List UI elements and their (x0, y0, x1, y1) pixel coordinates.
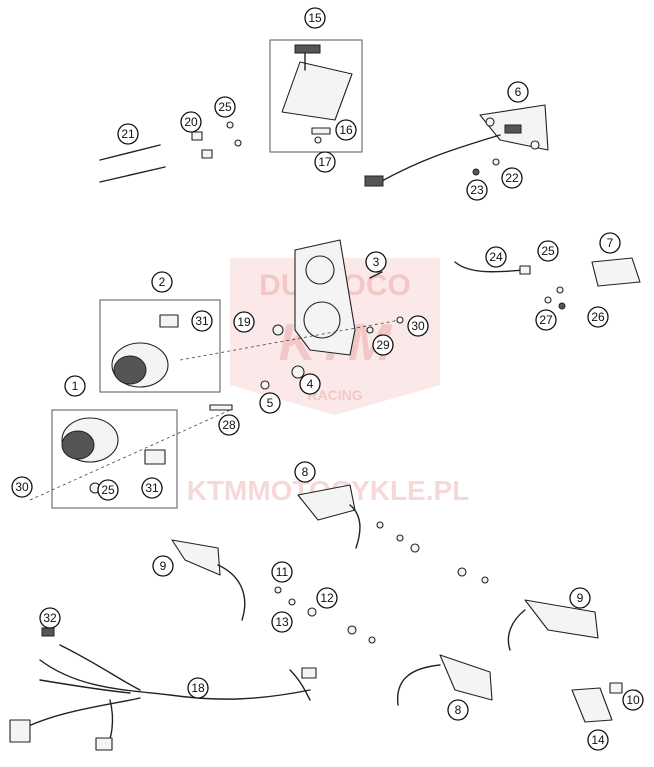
svg-text:4: 4 (307, 377, 314, 391)
callout-5: 5 (259, 392, 281, 414)
svg-text:32: 32 (43, 611, 57, 625)
callout-6: 6 (507, 81, 529, 103)
callout-29: 29 (372, 334, 394, 356)
svg-text:12: 12 (320, 591, 334, 605)
svg-text:27: 27 (539, 313, 553, 327)
svg-text:25: 25 (218, 100, 232, 114)
svg-text:23: 23 (470, 183, 484, 197)
svg-text:17: 17 (318, 155, 332, 169)
callout-31-upper: 31 (191, 310, 213, 332)
callout-2: 2 (151, 271, 173, 293)
svg-text:26: 26 (591, 310, 605, 324)
callout-9-right: 9 (569, 587, 591, 609)
svg-text:11: 11 (276, 565, 289, 579)
svg-text:8: 8 (455, 703, 462, 717)
svg-text:13: 13 (275, 615, 289, 629)
callout-30-right: 30 (407, 315, 429, 337)
tail-light-part (364, 104, 549, 187)
indicators-part (171, 484, 623, 723)
svg-text:18: 18 (191, 681, 205, 695)
callout-13: 13 (271, 611, 293, 633)
svg-text:2: 2 (159, 275, 166, 289)
callout-14: 14 (587, 729, 609, 751)
callout-8-lower: 8 (447, 699, 469, 721)
headlight-2-part (111, 314, 401, 388)
watermark-sub-text: RACING (307, 387, 362, 403)
svg-text:15: 15 (308, 11, 322, 25)
headlight-1-part (29, 409, 231, 501)
callout-3: 3 (365, 251, 387, 273)
svg-text:8: 8 (302, 465, 309, 479)
callout-9-left: 9 (152, 555, 174, 577)
callout-23: 23 (466, 179, 488, 201)
callout-11: 11 (271, 561, 293, 583)
hardware-part (209, 286, 566, 411)
headlight-mask-part (294, 239, 383, 356)
callout-8-upper: 8 (294, 461, 316, 483)
svg-text:9: 9 (577, 591, 584, 605)
rear-light-part (454, 257, 641, 287)
callout-21: 21 (117, 123, 139, 145)
svg-text:7: 7 (607, 236, 614, 250)
callout-10: 10 (622, 689, 644, 711)
callout-28: 28 (218, 414, 240, 436)
callout-22: 22 (501, 167, 523, 189)
svg-text:10: 10 (626, 693, 640, 707)
callout-20: 20 (180, 111, 202, 133)
callout-24: 24 (485, 246, 507, 268)
license-holder-part (281, 44, 353, 144)
svg-text:24: 24 (489, 250, 503, 264)
svg-text:1: 1 (72, 379, 79, 393)
callout-18: 18 (187, 677, 209, 699)
wiring-harness-part (9, 627, 317, 751)
callout-4: 4 (299, 373, 321, 395)
frame-headlight-2 (99, 299, 221, 393)
svg-text:21: 21 (121, 127, 135, 141)
callout-25-right: 25 (537, 240, 559, 262)
callout-7: 7 (599, 232, 621, 254)
frame-headlight-1 (51, 409, 178, 509)
svg-text:20: 20 (184, 115, 198, 129)
svg-text:28: 28 (222, 418, 236, 432)
svg-text:9: 9 (160, 559, 167, 573)
callout-26: 26 (587, 306, 609, 328)
callout-30-left: 30 (11, 476, 33, 498)
svg-text:6: 6 (515, 85, 522, 99)
callout-12: 12 (316, 587, 338, 609)
callout-27: 27 (535, 309, 557, 331)
bulb-wires-part (99, 121, 242, 183)
svg-text:31: 31 (145, 481, 159, 495)
callout-25-left: 25 (97, 479, 119, 501)
callout-1: 1 (64, 375, 86, 397)
callout-17: 17 (314, 151, 336, 173)
svg-text:14: 14 (591, 733, 605, 747)
svg-text:30: 30 (15, 480, 29, 494)
callout-25-top: 25 (214, 96, 236, 118)
svg-text:31: 31 (195, 314, 209, 328)
svg-text:29: 29 (376, 338, 390, 352)
frame-license-holder (269, 39, 363, 153)
callout-15: 15 (304, 7, 326, 29)
svg-text:5: 5 (267, 396, 274, 410)
svg-text:22: 22 (505, 171, 519, 185)
callout-16: 16 (335, 119, 357, 141)
callout-32: 32 (39, 607, 61, 629)
callout-19: 19 (233, 311, 255, 333)
svg-text:19: 19 (237, 315, 251, 329)
svg-text:3: 3 (373, 255, 380, 269)
svg-text:16: 16 (339, 123, 353, 137)
svg-text:25: 25 (541, 244, 555, 258)
callout-31-lower: 31 (141, 477, 163, 499)
svg-text:30: 30 (411, 319, 425, 333)
svg-text:25: 25 (101, 483, 115, 497)
